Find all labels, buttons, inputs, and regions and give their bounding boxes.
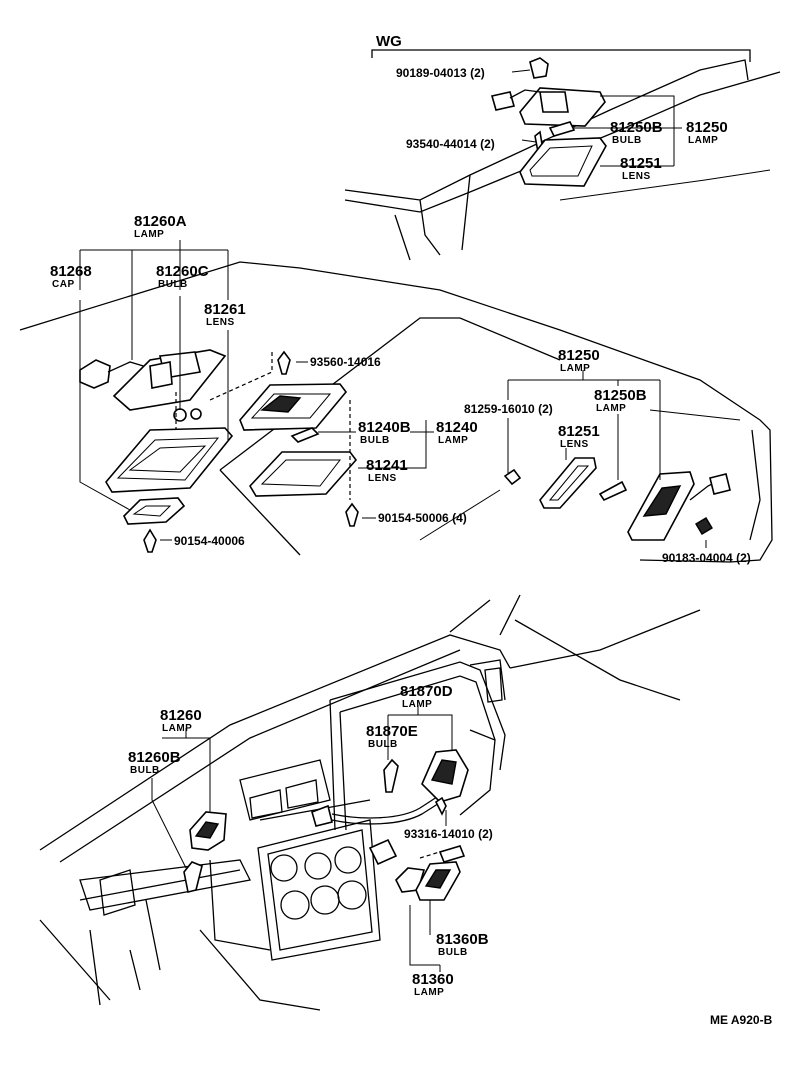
label-81360: 81360 [412, 971, 454, 988]
label-lamp-81260: LAMP [162, 723, 192, 734]
lamp-81240-assembly [239, 350, 359, 527]
label-bulb-81870E: BULB [368, 739, 398, 750]
label-81268: 81268 [50, 263, 92, 280]
label-81241: 81241 [366, 457, 408, 474]
label-bulb-81240B: BULB [360, 435, 390, 446]
label-lens-mid: LENS [560, 439, 589, 450]
lamp-81260-assembly [183, 811, 227, 893]
label-81251-mid: 81251 [558, 423, 600, 440]
label-81260A: 81260A [134, 213, 187, 230]
middle-dashed-lines [175, 352, 351, 500]
label-bulb-top: BULB [612, 135, 642, 146]
bottom-leaders [151, 705, 453, 972]
wg-bracket: WG [371, 33, 751, 62]
top-leaders [511, 69, 682, 167]
label-81240B: 81240B [358, 419, 411, 436]
label-81251-top: 81251 [620, 155, 662, 172]
label-bulb-81260B: BULB [130, 765, 160, 776]
label-90189-04013: 90189-04013 (2) [396, 66, 485, 80]
variant-label: WG [376, 33, 402, 50]
label-81870E: 81870E [366, 723, 418, 740]
label-81261: 81261 [204, 301, 246, 318]
label-93540-44014: 93540-44014 (2) [406, 137, 495, 151]
label-81250B-top: 81250B [610, 119, 663, 136]
label-lamp-top: LAMP [688, 135, 718, 146]
middle-leaders [79, 240, 707, 548]
label-lens-top: LENS [622, 171, 651, 182]
roof-outline-top [344, 59, 781, 261]
label-cap-81268: CAP [52, 279, 75, 290]
label-81250-top: 81250 [686, 119, 728, 136]
label-lamp-81260A: LAMP [134, 229, 164, 240]
center-console [257, 799, 381, 961]
lamp-81870D-assembly [311, 749, 469, 827]
label-81250B-mid: 81250B [594, 387, 647, 404]
label-lamp-mid: LAMP [560, 363, 590, 374]
footer-code: ME A920-B [710, 1013, 773, 1027]
label-81260B: 81260B [128, 749, 181, 766]
dashboard-outline [39, 594, 701, 1011]
label-bulb-81360B: BULB [438, 947, 468, 958]
lamp-81250-middle-assembly [503, 457, 731, 541]
label-lamp-81870D: LAMP [402, 699, 432, 710]
label-lens-81241: LENS [368, 473, 397, 484]
label-93560-14016: 93560-14016 [310, 355, 381, 369]
label-81240: 81240 [436, 419, 478, 436]
label-lamp-81360: LAMP [414, 987, 444, 998]
label-93316-14010: 93316-14010 (2) [404, 827, 493, 841]
instrument-cluster [329, 659, 506, 831]
label-90183-04004: 90183-04004 (2) [662, 551, 751, 565]
label-81260: 81260 [160, 707, 202, 724]
label-81250-mid: 81250 [558, 347, 600, 364]
label-90154-40006: 90154-40006 [174, 534, 245, 548]
label-81870D: 81870D [400, 683, 453, 700]
label-lamp-81250B-mid: LAMP [596, 403, 626, 414]
label-81260C: 81260C [156, 263, 209, 280]
lamp-81360-assembly [368, 838, 466, 901]
label-lens-81261: LENS [206, 317, 235, 328]
label-90154-50006: 90154-50006 (4) [378, 511, 467, 525]
label-81360B: 81360B [436, 931, 489, 948]
label-bulb-81260C: BULB [158, 279, 188, 290]
lamp-81260A-assembly [79, 349, 234, 553]
label-lamp-81240: LAMP [438, 435, 468, 446]
label-81259-16010: 81259-16010 (2) [464, 402, 553, 416]
wg-lamp-assembly [490, 57, 607, 187]
roof-outline-middle [19, 261, 773, 563]
